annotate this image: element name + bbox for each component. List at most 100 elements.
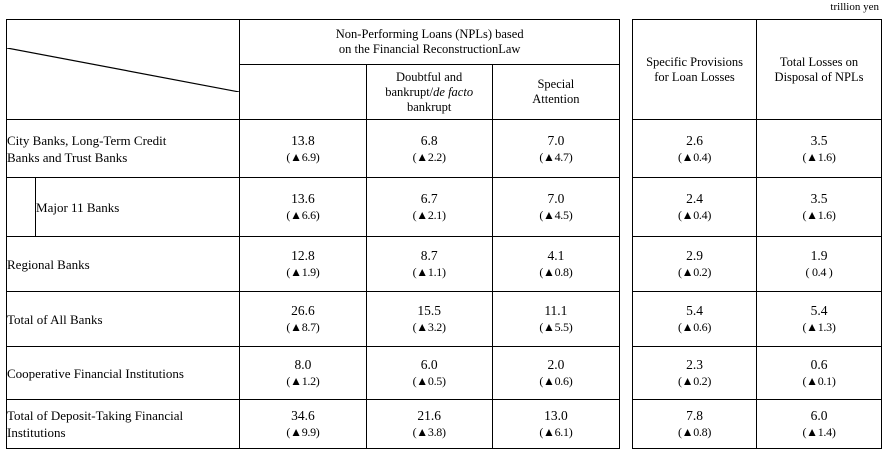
unit-caption: trillion yen	[830, 1, 879, 13]
table-row: 2.4 (▲0.4) 3.5 (▲1.6)	[632, 177, 882, 237]
cell-4-doubtful-value: 6.0	[420, 357, 438, 372]
cell-2-doubtful-value: 8.7	[420, 248, 438, 263]
cell-4-losses-value: 0.6	[810, 357, 828, 372]
cell-3-doubtful: 15.5 (▲3.2)	[365, 291, 493, 347]
cell-5-npl-total-change: (▲9.9)	[286, 425, 320, 439]
cell-0-provisions-value: 2.6	[686, 132, 703, 148]
cell-4-losses: 0.6 (▲0.1)	[756, 346, 882, 400]
cell-2-losses-value: 1.9	[810, 248, 828, 263]
cell-0-doubtful-value: 6.8	[420, 132, 438, 148]
cell-1-npl-total-change: (▲6.6)	[286, 208, 320, 222]
table-row: City Banks, Long-Term Credit Banks and T…	[5, 119, 621, 178]
header-doubtful-line2a: bankrupt/	[385, 84, 434, 99]
cell-4-special: 2.0 (▲0.6)	[491, 346, 621, 400]
provisions-losses-table: Specific Provisions for Loan Losses Tota…	[632, 19, 882, 449]
cell-1-losses-value: 3.5	[810, 191, 828, 206]
cell-2-provisions: 2.9 (▲0.2)	[632, 236, 757, 292]
cell-3-special-value: 11.1	[544, 303, 568, 318]
cell-1-losses: 3.5 (▲1.6)	[756, 177, 882, 237]
header-npl-group: Non-Performing Loans (NPLs) based on the…	[239, 19, 620, 65]
cell-5-provisions-change: (▲0.8)	[677, 425, 712, 439]
cell-1-special-change: (▲4.5)	[539, 208, 573, 222]
cell-0-provisions: 2.6 (▲0.4)	[632, 119, 757, 178]
cell-2-special: 4.1 (▲0.8)	[491, 236, 621, 292]
cell-1-provisions-value: 2.4	[686, 191, 703, 206]
table-row: Total of Deposit-Taking Financial Instit…	[5, 399, 621, 449]
cell-5-special-value: 13.0	[544, 408, 568, 423]
cell-4-provisions-value: 2.3	[686, 357, 703, 372]
row-label-5: Total of Deposit-Taking Financial Instit…	[5, 399, 241, 449]
row-label-1-line1: Major 11 Banks	[36, 199, 120, 215]
row-label-0-line2: Banks and Trust Banks	[7, 149, 128, 165]
cell-0-special-change: (▲4.7)	[539, 149, 573, 164]
cell-3-special: 11.1 (▲5.5)	[491, 291, 621, 347]
cell-2-provisions-value: 2.9	[686, 248, 703, 263]
cell-1-npl-total-value: 13.6	[291, 191, 315, 206]
row-label-2-line1: Regional Banks	[7, 256, 90, 272]
table-row: 5.4 (▲0.6) 5.4 (▲1.3)	[632, 291, 882, 347]
cell-4-doubtful: 6.0 (▲0.5)	[365, 346, 493, 400]
table-row: 7.8 (▲0.8) 6.0 (▲1.4)	[632, 399, 882, 449]
cell-3-npl-total-value: 26.6	[291, 303, 315, 318]
row-label-4: Cooperative Financial Institutions	[5, 346, 241, 400]
row-label-2: Regional Banks	[5, 236, 241, 292]
table-row: Major 11 Banks 13.6 (▲6.6) 6.7 (▲2.1) 7.…	[5, 177, 621, 237]
cell-4-special-change: (▲0.6)	[539, 374, 573, 388]
row-label-0-line1: City Banks, Long-Term Credit	[7, 132, 167, 148]
header-row-aux: Specific Provisions for Loan Losses Tota…	[632, 19, 882, 120]
cell-1-npl-total: 13.6 (▲6.6)	[239, 177, 367, 237]
cell-2-special-value: 4.1	[547, 248, 565, 263]
cell-0-special-value: 7.0	[547, 132, 565, 148]
cell-1-doubtful: 6.7 (▲2.1)	[365, 177, 493, 237]
row-label-5-line2: Institutions	[7, 425, 66, 440]
cell-0-doubtful-change: (▲2.2)	[412, 149, 446, 164]
cell-0-npl-total-value: 13.8	[291, 132, 315, 148]
cell-5-losses-value: 6.0	[810, 408, 828, 423]
header-special-line1: Special	[537, 77, 575, 91]
cell-1-doubtful-value: 6.7	[420, 191, 438, 206]
cell-1-provisions: 2.4 (▲0.4)	[632, 177, 757, 237]
diagonal-slash-icon	[7, 48, 239, 92]
header-npl-total-spacer	[239, 64, 367, 120]
cell-2-losses: 1.9 ( 0.4 )	[756, 236, 882, 292]
cell-5-provisions-value: 7.8	[686, 408, 703, 423]
cell-5-losses: 6.0 (▲1.4)	[756, 399, 882, 449]
cell-4-npl-total-change: (▲1.2)	[286, 374, 320, 388]
cell-5-doubtful-value: 21.6	[417, 408, 441, 423]
cell-5-npl-total: 34.6 (▲9.9)	[239, 399, 367, 449]
cell-1-provisions-change: (▲0.4)	[677, 208, 712, 222]
cell-4-npl-total: 8.0 (▲1.2)	[239, 346, 367, 400]
cell-4-doubtful-change: (▲0.5)	[412, 374, 446, 388]
header-specific-provisions: Specific Provisions for Loan Losses	[632, 19, 757, 120]
cell-5-special-change: (▲6.1)	[539, 425, 573, 439]
cell-3-doubtful-change: (▲3.2)	[412, 320, 446, 334]
table-row: 2.3 (▲0.2) 0.6 (▲0.1)	[632, 346, 882, 400]
cell-2-losses-change: ( 0.4 )	[805, 265, 833, 279]
cell-5-npl-total-value: 34.6	[291, 408, 315, 423]
header-total-losses-line1: Total Losses on	[779, 54, 859, 69]
cell-2-npl-total-value: 12.8	[291, 248, 315, 263]
cell-0-doubtful: 6.8 (▲2.2)	[365, 119, 493, 178]
corner-cell	[5, 19, 241, 120]
row-label-1: Major 11 Banks	[35, 177, 241, 237]
cell-3-special-change: (▲5.5)	[539, 320, 573, 334]
cell-3-losses-change: (▲1.3)	[802, 320, 836, 334]
header-npl-group-line1: Non-Performing Loans (NPLs) based	[335, 27, 524, 41]
cell-1-special-value: 7.0	[547, 191, 565, 206]
row-label-4-line1: Cooperative Financial Institutions	[7, 365, 184, 381]
cell-5-provisions: 7.8 (▲0.8)	[632, 399, 757, 449]
cell-5-doubtful: 21.6 (▲3.8)	[365, 399, 493, 449]
cell-2-provisions-change: (▲0.2)	[677, 265, 712, 279]
cell-0-provisions-change: (▲0.4)	[677, 149, 712, 164]
row-label-5-line1: Total of Deposit-Taking Financial	[7, 408, 184, 423]
cell-2-special-change: (▲0.8)	[539, 265, 573, 279]
cell-1-losses-change: (▲1.6)	[802, 208, 836, 222]
cell-3-npl-total-change: (▲8.7)	[286, 320, 320, 334]
cell-2-doubtful: 8.7 (▲1.1)	[365, 236, 493, 292]
cell-4-provisions-change: (▲0.2)	[677, 374, 712, 388]
cell-0-losses-value: 3.5	[810, 132, 828, 148]
cell-4-special-value: 2.0	[547, 357, 565, 372]
cell-3-provisions-change: (▲0.6)	[677, 320, 712, 334]
header-special-line2: Attention	[532, 92, 580, 106]
